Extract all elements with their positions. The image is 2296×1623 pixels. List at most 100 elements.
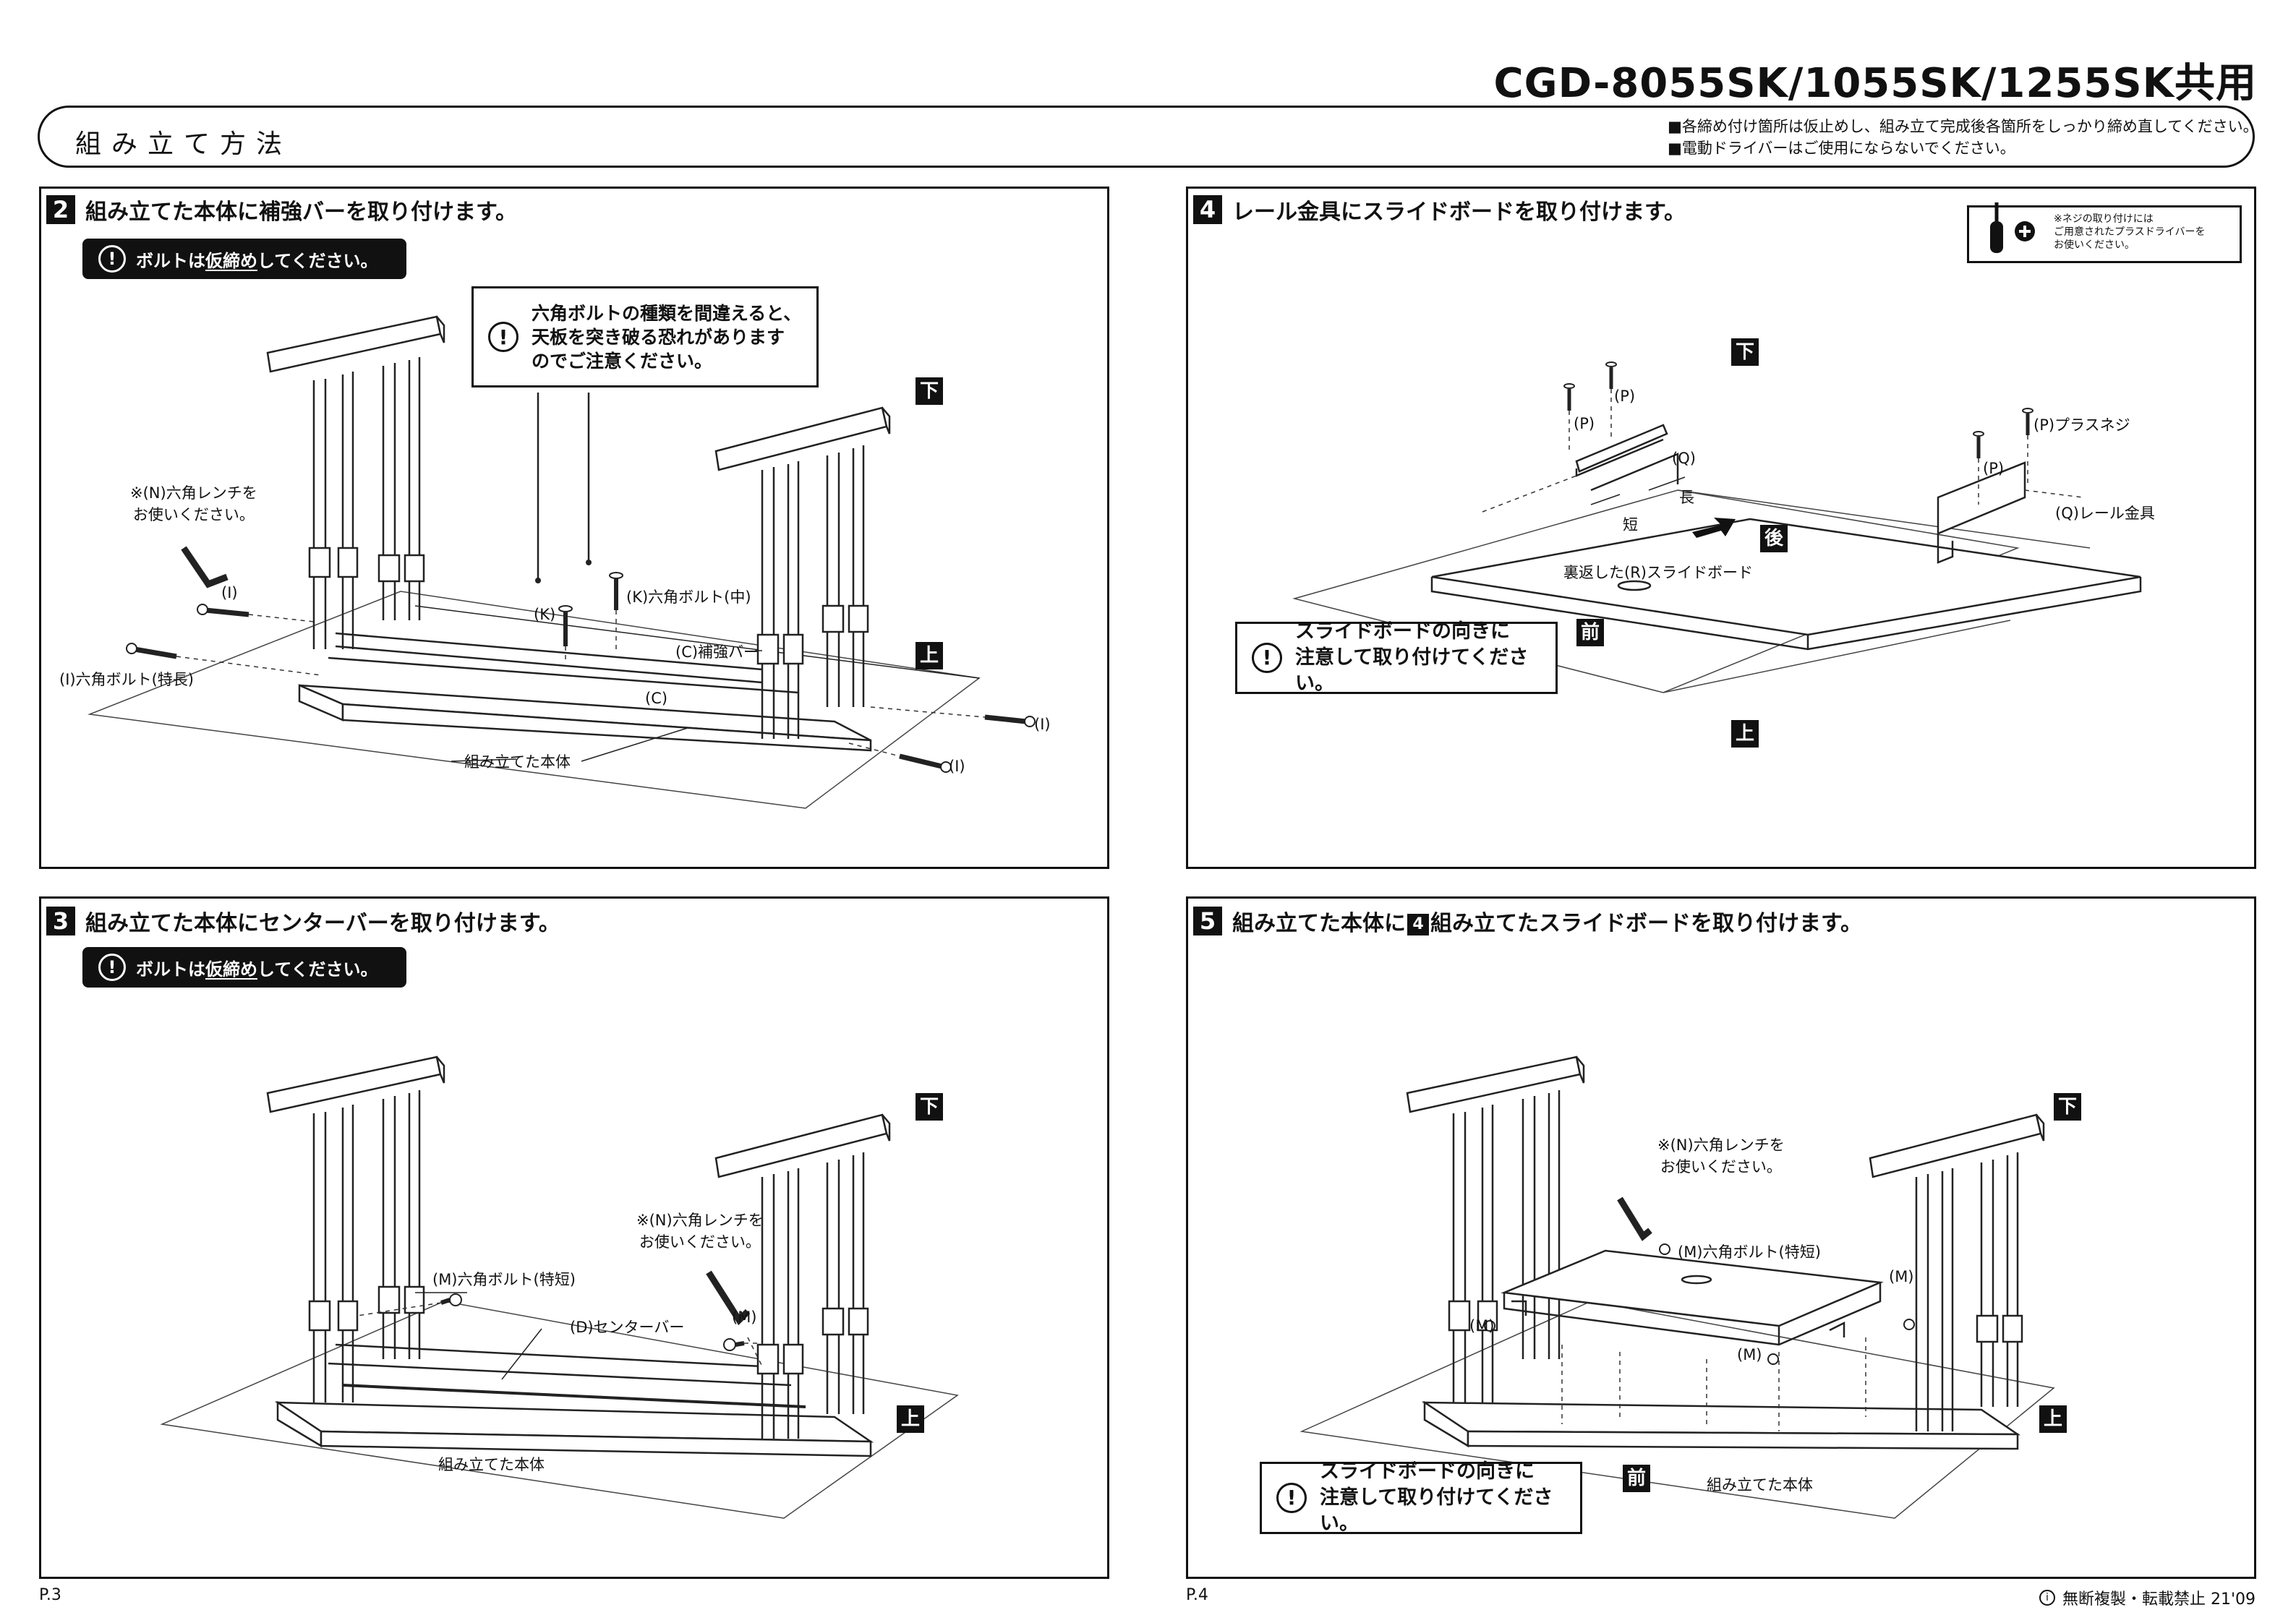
down-tag: 下	[1731, 338, 1759, 366]
step-3-heading: 3 組み立てた本体にセンターバーを取り付けます。	[46, 905, 560, 937]
label-m-short-bolt: (M)六角ボルト(特短)	[1678, 1243, 1821, 1261]
screw-icon	[2022, 408, 2033, 435]
label-q-rail: (Q)レール金具	[2055, 505, 2155, 522]
label-k-mid-bolt: (K)六角ボルト(中)	[626, 588, 751, 606]
bolt-icon	[126, 643, 177, 659]
screwdriver-note-box	[1967, 205, 2242, 263]
label-c: (C)	[645, 690, 668, 707]
step-2-heading: 2 組み立てた本体に補強バーを取り付けます。	[46, 194, 517, 226]
exclamation-icon: !	[98, 954, 126, 981]
label-p: (P)	[1574, 415, 1595, 432]
copyright: i 無断複製・転載禁止 21'09	[2039, 1586, 2256, 1609]
step-number: 4	[1193, 195, 1222, 224]
step-4-diagram	[1292, 361, 2142, 693]
rail-bracket-left	[1575, 424, 1668, 473]
screwdriver-note: ※ネジの取り付けにはご用意されたプラスドライバーをお使いください。	[2054, 213, 2206, 251]
label-short: 短	[1623, 516, 1638, 534]
page-title: 組み立て方法	[75, 129, 293, 159]
step-number: 5	[1193, 907, 1222, 935]
label-m: (M)	[732, 1309, 757, 1326]
pill-text: ボルトは仮締めしてください。	[136, 959, 378, 980]
bolt-icon	[440, 1293, 462, 1306]
label-p: (P)	[1614, 387, 1636, 405]
label-k: (K)	[534, 606, 556, 623]
note-line: ■電動ドライバーはご使用にならないでください。	[1668, 140, 2015, 157]
label-i-long-bolt: (I)六角ボルト(特長)	[59, 671, 194, 688]
warning-text: 六角ボルトの種類を間違えると、天板を突き破る恐れがありますのでご注意ください。	[532, 302, 802, 372]
label-m-short-bolt: (M)六角ボルト(特短)	[432, 1271, 576, 1288]
front-tag: 前	[1623, 1465, 1650, 1492]
warning-text: スライドボードの向きに注意して取り付けてください。	[1295, 620, 1529, 695]
floor-outline	[160, 1301, 959, 1519]
step-5-diagram	[1299, 1055, 2055, 1519]
bolt-icon	[723, 1338, 745, 1351]
warning-text: スライドボードの向きに注意して取り付けてください。	[1320, 1460, 1553, 1535]
label-body: 組み立てた本体	[438, 1456, 545, 1473]
bolt-icon	[1767, 1353, 1779, 1365]
hex-wrench-icon	[1617, 1196, 1652, 1241]
bolt-icon	[1903, 1319, 1915, 1330]
label-body: 組み立てた本体	[1707, 1476, 1813, 1494]
back-tag: 後	[1760, 525, 1788, 552]
step-4-heading: 4 レール金具にスライドボードを取り付けます。	[1193, 194, 1686, 226]
label-m: (M)	[1737, 1346, 1762, 1363]
tighten-note-pill: ! ボルトは仮締めしてください。	[82, 239, 406, 279]
bolt-icon	[984, 714, 1036, 727]
bolt-icon	[558, 605, 573, 646]
down-tag: 下	[2054, 1093, 2081, 1121]
label-long: 長	[1679, 489, 1694, 506]
exclamation-icon: !	[488, 322, 518, 352]
label-q: (Q)	[1672, 450, 1696, 467]
hex-wrench-icon	[706, 1270, 751, 1326]
up-tag: 上	[2039, 1405, 2067, 1433]
step-number: 2	[46, 195, 75, 224]
step-3-panel	[39, 896, 1109, 1579]
right-top-beam	[714, 406, 888, 471]
exclamation-icon: !	[1276, 1483, 1307, 1513]
label-c-bar: (C)補強バー	[675, 643, 759, 661]
step-title: レール金具にスライドボードを取り付けます。	[1232, 200, 1686, 225]
step-ref-badge: 4	[1407, 913, 1429, 935]
step-title: 組み立てた本体にセンターバーを取り付けます。	[85, 911, 560, 936]
step-title: 組み立てた本体に補強バーを取り付けます。	[85, 200, 517, 225]
front-tag: 前	[1576, 619, 1604, 646]
tighten-note-pill: ! ボルトは仮締めしてください。	[82, 947, 406, 988]
step-2-diagram	[88, 315, 1036, 809]
down-tag: 下	[916, 1093, 943, 1121]
label-p: (P)	[1983, 460, 2005, 477]
page-number-left: P.3	[39, 1586, 61, 1604]
screw-icon	[1563, 383, 1575, 411]
note-line: ■各締め付け箇所は仮止めし、組み立て完成後各箇所をしっかり締め直してください。	[1668, 118, 2258, 135]
bolt-icon	[899, 753, 952, 773]
arrow-icon	[1692, 518, 1736, 538]
up-tag: 上	[897, 1405, 924, 1433]
up-tag: 上	[916, 642, 943, 669]
page-number-right: P.4	[1186, 1586, 1208, 1604]
step-5-panel	[1186, 896, 2256, 1579]
wrench-note: ※(N)六角レンチをお使いください。	[1657, 1136, 1785, 1176]
up-tag: 上	[1731, 720, 1759, 748]
step-2-panel	[39, 187, 1109, 869]
header-bar	[38, 106, 2255, 168]
wrench-note: ※(N)六角レンチをお使いください。	[130, 484, 257, 523]
step-3-diagram	[160, 1055, 959, 1519]
label-board: 裏返した(R)スライドボード	[1563, 564, 1753, 581]
left-top-beam	[266, 315, 442, 373]
board-direction-warning: ! スライドボードの向きに注意して取り付けてください。	[1235, 620, 1558, 695]
label-p-screw: (P)プラスネジ	[2033, 416, 2130, 434]
screw-icon	[1973, 431, 1984, 458]
label-i: (I)	[1034, 716, 1051, 733]
screw-icon	[1605, 361, 1617, 389]
exclamation-icon: !	[1252, 643, 1282, 673]
label-d-bar: (D)センターバー	[570, 1319, 685, 1336]
label-i: (I)	[949, 758, 965, 775]
step-number: 3	[46, 907, 75, 935]
bolt-icon	[197, 604, 249, 617]
exclamation-icon: !	[98, 245, 126, 273]
label-m: (M)	[1889, 1268, 1914, 1285]
screwdriver-icon	[1990, 202, 2035, 253]
info-icon: i	[2039, 1590, 2055, 1606]
bolt-icon	[1659, 1243, 1670, 1255]
